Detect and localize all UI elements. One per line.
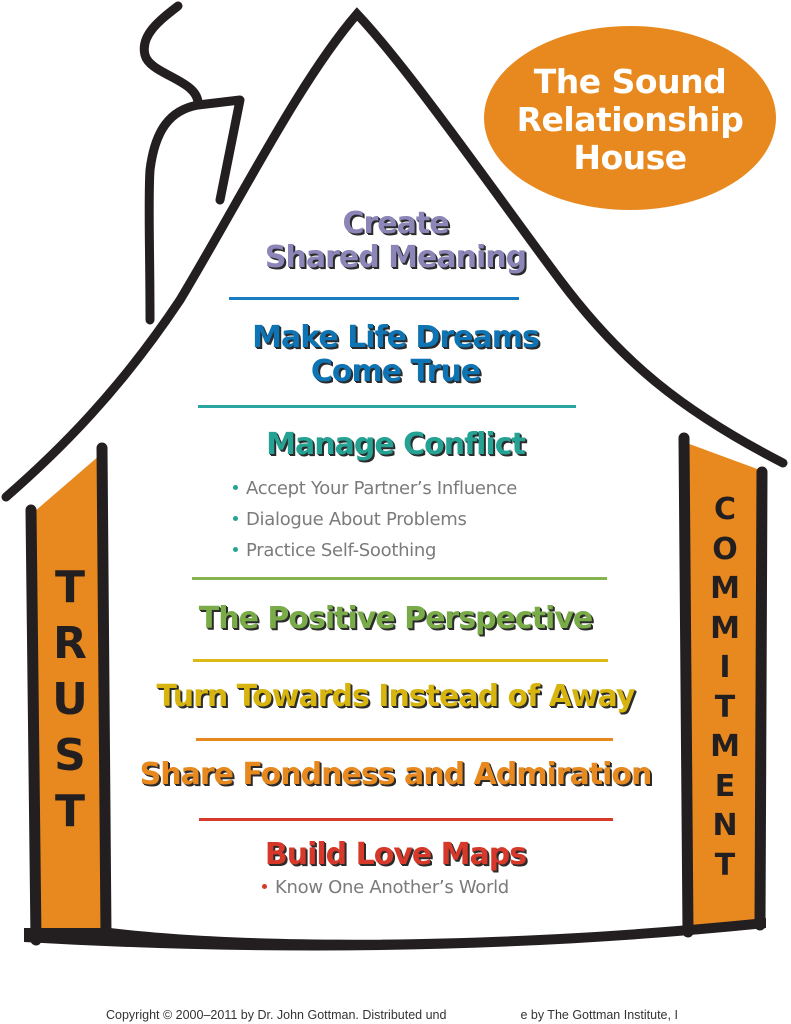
copyright-notice: Copyright © 2000–2011 by Dr. John Gottma… xyxy=(106,1008,678,1022)
bullet-text: Accept Your Partner’s Influence xyxy=(246,478,518,499)
title-badge-shape xyxy=(484,26,776,210)
divider-fondness-admiration xyxy=(199,818,613,821)
bullet-item: Accept Your Partner’s Influence xyxy=(233,473,517,504)
commitment-pillar-outer xyxy=(754,466,768,931)
level-title-line: Turn Towards Instead of Away xyxy=(156,679,636,714)
pillar-letter: I xyxy=(719,650,731,685)
pillar-letter: M xyxy=(710,571,740,606)
manage-conflict-bullets: Accept Your Partner’s Influence Dialogue… xyxy=(233,473,517,566)
bullet-dot-icon xyxy=(233,546,238,552)
pillar-letter: T xyxy=(54,562,85,613)
level-fondness-admiration: Share Fondness and Admiration xyxy=(0,758,791,792)
pillar-letter: T xyxy=(54,786,85,837)
level-title-line: Share Fondness and Admiration xyxy=(139,757,653,792)
level-title-line: Manage Conflict xyxy=(266,427,526,462)
bullet-item: Know One Another’s World xyxy=(262,872,509,903)
commitment-pillar-inner xyxy=(678,432,694,938)
level-positive-perspective: The Positive Perspective xyxy=(0,602,791,636)
trust-pillar-outer xyxy=(25,504,42,946)
bullet-dot-icon xyxy=(233,515,238,521)
trust-pillar-fill xyxy=(34,455,103,935)
commitment-pillar-label: C O M M I T M E N T xyxy=(703,490,747,885)
roof-line xyxy=(1,7,788,502)
copyright-text-part-2: e by The Gottman Institute, I xyxy=(520,1008,678,1022)
chimney xyxy=(139,1,245,325)
pillar-letter: N xyxy=(712,808,738,843)
divider-shared-meaning xyxy=(229,297,519,300)
pillar-letter: O xyxy=(712,531,738,567)
title-badge: The Sound Relationship House xyxy=(485,30,775,210)
pillar-letter: C xyxy=(713,492,737,527)
bullet-text: Dialogue About Problems xyxy=(246,509,467,530)
pillar-letter: R xyxy=(53,618,87,669)
foundation-line xyxy=(24,918,766,951)
bullet-item: Practice Self-Soothing xyxy=(233,535,517,566)
title-line-1: The Sound xyxy=(533,62,727,101)
bullet-dot-icon xyxy=(262,883,267,889)
love-maps-bullets: Know One Another’s World xyxy=(262,872,509,903)
divider-turn-towards xyxy=(196,738,613,741)
copyright-text-part-1: Copyright © 2000–2011 by Dr. John Gottma… xyxy=(106,1008,447,1022)
pillar-letter: M xyxy=(710,610,740,646)
level-title-line: Shared Meaning xyxy=(264,240,527,275)
divider-positive-perspective xyxy=(193,659,608,662)
title-line-3: House xyxy=(573,138,687,177)
trust-pillar-label: T R U S T xyxy=(48,560,92,840)
level-love-maps: Build Love Maps xyxy=(0,838,791,872)
level-turn-towards: Turn Towards Instead of Away xyxy=(0,680,791,714)
commitment-pillar-fill xyxy=(684,442,760,928)
pillar-letter: T xyxy=(714,847,736,883)
pillar-letter: S xyxy=(54,730,86,781)
bullet-text: Practice Self-Soothing xyxy=(246,540,437,561)
title-line-2: Relationship xyxy=(516,100,744,139)
level-manage-conflict: Manage Conflict xyxy=(0,428,791,462)
level-title-line: Create xyxy=(342,206,449,241)
level-title-line: Build Love Maps xyxy=(264,837,527,872)
bullet-dot-icon xyxy=(233,484,238,490)
level-title-line: The Positive Perspective xyxy=(198,601,593,636)
trust-pillar-inner xyxy=(96,442,112,941)
pillar-letter: M xyxy=(710,729,740,764)
level-shared-meaning: Create Shared Meaning xyxy=(0,207,791,275)
pillar-letter: T xyxy=(714,689,736,725)
divider-life-dreams xyxy=(198,405,576,408)
bullet-item: Dialogue About Problems xyxy=(233,504,517,535)
bullet-text: Know One Another’s World xyxy=(275,877,509,898)
divider-manage-conflict xyxy=(192,577,607,580)
level-title-line: Make Life Dreams xyxy=(252,320,540,355)
level-life-dreams: Make Life Dreams Come True xyxy=(0,321,791,389)
pillar-letter: U xyxy=(52,674,88,725)
level-title-line: Come True xyxy=(310,354,481,389)
pillar-letter: E xyxy=(714,768,736,804)
